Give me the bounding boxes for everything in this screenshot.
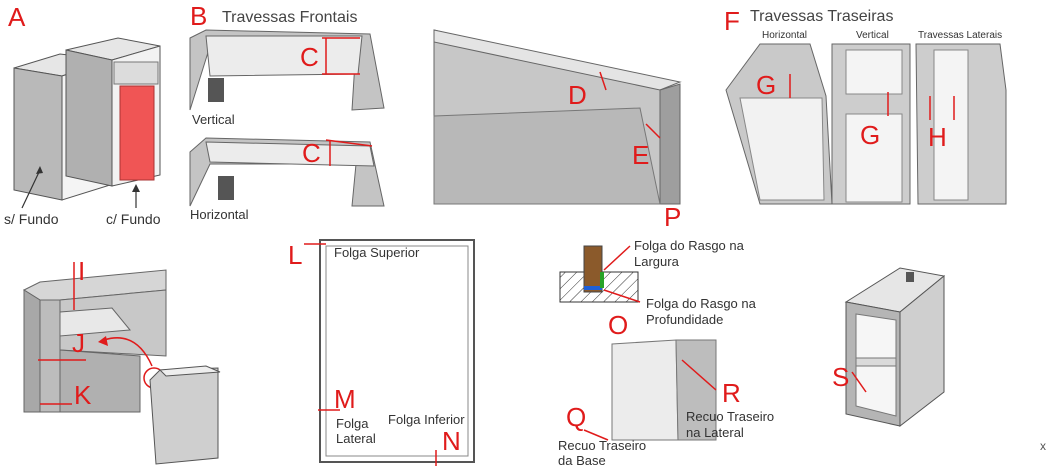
letter-q: Q — [566, 402, 586, 432]
no-back-arrowhead — [36, 166, 43, 174]
letter-g-vertical: G — [860, 120, 880, 150]
rear-cabinet-vertical-lower — [845, 113, 903, 203]
joint-side-panel — [23, 289, 41, 413]
panel-s-shelf-cabinet: S — [832, 267, 946, 428]
vertical-hinge — [208, 78, 224, 102]
small-cabinet-body — [149, 367, 219, 465]
letter-f: F — [724, 6, 740, 36]
label-lateral-recess-2: na Lateral — [686, 425, 744, 440]
label-base-recess-1: Recuo Traseiro — [558, 438, 646, 453]
panel-lmn-door-gaps: L Folga Superior M Folga Lateral Folga I… — [288, 239, 475, 466]
groove-depth-gap — [584, 286, 602, 290]
label-width-gap-1: Folga do Rasgo na — [634, 238, 745, 253]
recess-back-panel — [611, 339, 679, 441]
label-vertical: Vertical — [192, 112, 235, 127]
label-depth-gap-2: Profundidade — [646, 312, 723, 327]
letter-p: P — [664, 202, 681, 232]
joint-callout-arrowhead — [98, 336, 108, 346]
panel-qr-recess: R Recuo Traseiro na Lateral Q Recuo Tras… — [558, 339, 774, 468]
letter-l: L — [288, 240, 302, 270]
letter-g-horizontal: G — [756, 70, 776, 100]
right-cabinet-back-panel — [119, 85, 155, 181]
lower-panel — [433, 107, 661, 205]
letter-r: R — [722, 378, 741, 408]
letter-o: O — [608, 310, 628, 340]
joint-callout-arrow — [103, 337, 153, 367]
label-lateral-gap-1: Folga — [336, 416, 369, 431]
label-bottom-gap: Folga Inferior — [388, 412, 465, 427]
letter-i: I — [78, 256, 85, 286]
label-rear-horizontal: Horizontal — [762, 30, 807, 41]
shelf-board — [855, 357, 897, 367]
right-cabinet-rail — [113, 61, 159, 85]
s-dimension — [851, 371, 867, 393]
panel-b-title: Travessas Frontais — [222, 9, 357, 26]
vertical-front-rail — [205, 35, 363, 77]
letter-n: N — [442, 426, 461, 456]
panel-f-rear-rails: F Travessas Traseiras Horizontal Vertica… — [724, 6, 1007, 205]
no-back-arrow — [21, 169, 41, 209]
letter-s: S — [832, 362, 849, 392]
letter-m: M — [334, 384, 356, 414]
letter-k: K — [74, 380, 92, 410]
panel-b-front-rails: B Travessas Frontais C Vertical C Horizo… — [189, 1, 385, 222]
panel-a-cabinets: A s/ Fundo c/ Fundo — [4, 2, 161, 227]
d-dimension — [599, 71, 607, 91]
label-rear-vertical: Vertical — [856, 30, 889, 41]
horizontal-front-rail — [205, 141, 375, 167]
label-lateral-gap-2: Lateral — [336, 431, 376, 446]
letter-h: H — [928, 122, 947, 152]
rear-cabinet-horizontal-inside — [739, 97, 825, 201]
side-panel-edge — [659, 83, 681, 205]
joint-lower-fill — [59, 349, 141, 413]
shelf-cabinet-hinge — [906, 272, 914, 282]
letter-a: A — [8, 2, 26, 32]
label-no-back: s/ Fundo — [4, 211, 59, 227]
corner-mark: x — [1040, 439, 1046, 453]
with-back-arrowhead — [132, 184, 140, 192]
panel-po-groove: P Folga do Rasgo na Largura Folga do Ras… — [559, 202, 757, 340]
horizontal-c-top-tick — [325, 139, 373, 147]
small-cabinet-top — [158, 365, 221, 377]
label-top-gap: Folga Superior — [334, 245, 420, 260]
depth-gap-arrow — [603, 289, 641, 303]
letter-c-vertical: C — [300, 42, 319, 72]
door-inner — [325, 245, 469, 457]
panel-d-e-top-edge: D E — [433, 29, 682, 205]
letter-e: E — [632, 140, 649, 170]
right-cabinet-side — [65, 49, 113, 187]
width-gap-arrow — [603, 245, 631, 271]
label-lateral-rails: Travessas Laterais — [918, 30, 1002, 41]
q-arrow — [583, 429, 609, 441]
horizontal-hinge — [218, 176, 234, 200]
e-dimension — [645, 123, 661, 139]
panel-ijk-joint: I J K — [22, 256, 221, 465]
panel-f-title: Travessas Traseiras — [750, 8, 893, 25]
letter-b: B — [190, 1, 207, 31]
label-horizontal: Horizontal — [190, 207, 249, 222]
recess-side-panel — [675, 339, 717, 441]
label-lateral-recess-1: Recuo Traseiro — [686, 409, 774, 424]
label-width-gap-2: Largura — [634, 254, 680, 269]
label-base-recess-2: da Base — [558, 453, 606, 468]
groove-back-panel — [583, 245, 603, 293]
label-with-back: c/ Fundo — [106, 211, 161, 227]
label-depth-gap-1: Folga do Rasgo na — [646, 296, 757, 311]
r-arrow — [681, 359, 717, 391]
door-outer — [319, 239, 475, 463]
groove-width-gap — [600, 272, 604, 288]
rear-cabinet-lateral-inside — [933, 49, 969, 201]
rear-cabinet-vertical-upper — [845, 49, 903, 95]
letter-d: D — [568, 80, 587, 110]
shelf-cabinet-right — [899, 274, 945, 428]
letter-c-horizontal: C — [302, 138, 321, 168]
joint-front-edge — [39, 299, 61, 413]
left-cabinet-side — [13, 67, 63, 201]
letter-j: J — [72, 328, 85, 358]
